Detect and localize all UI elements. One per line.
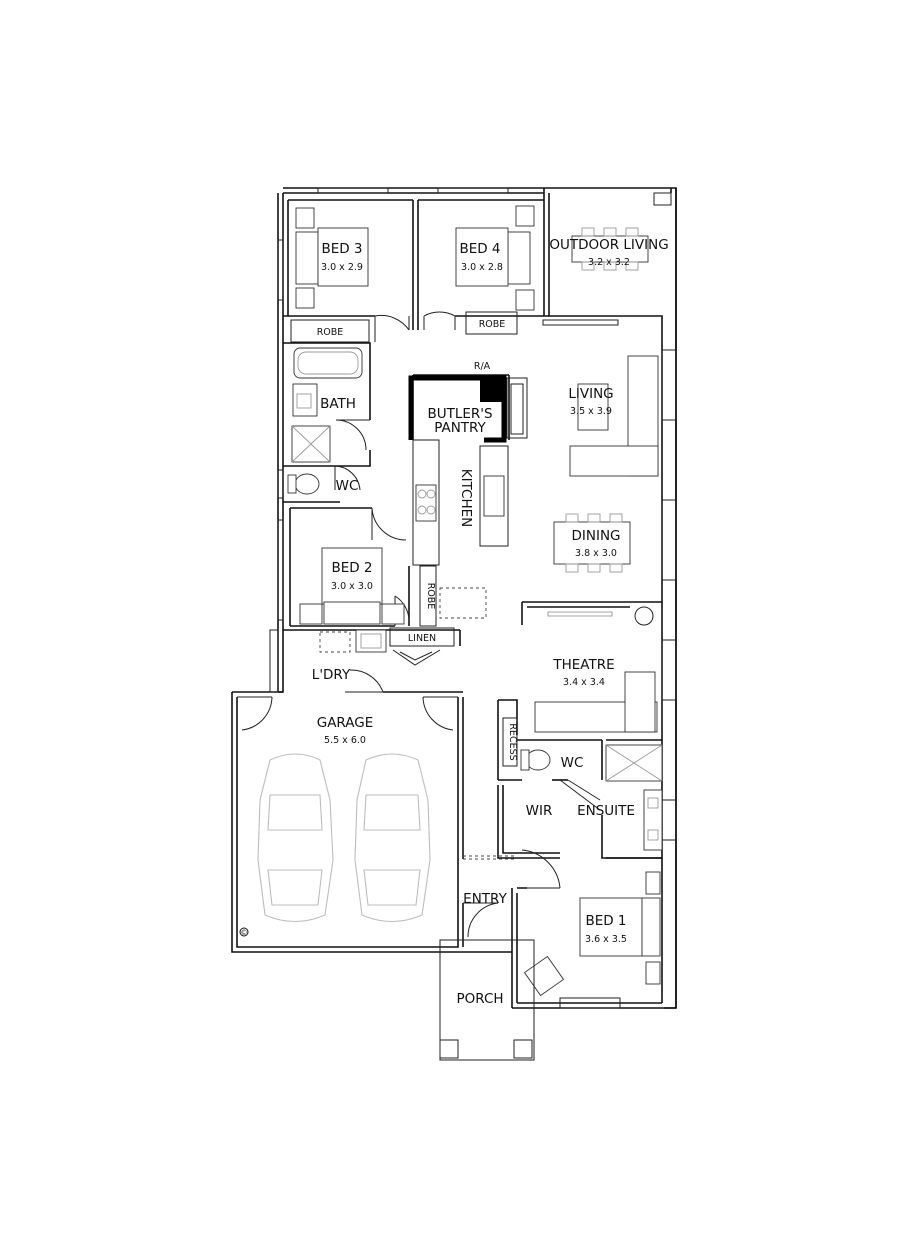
wc-right-label: WC [561,755,584,771]
outdoor-label: OUTDOOR LIVING [549,237,668,253]
interior-walls [283,199,662,859]
theatre-dim: 3.4 x 3.4 [563,677,605,688]
ensuite-label: ENSUITE [577,803,635,819]
bath-label: BATH [320,396,356,412]
kitchen-label: KITCHEN [458,469,474,528]
copyright-mark: © [241,929,248,937]
garage-cars [239,753,431,937]
robe-bed4-label: ROBE [479,319,506,330]
recess-label: RECESS [507,723,518,760]
garage-dim: 5.5 x 6.0 [324,735,366,746]
porch-label: PORCH [456,991,503,1007]
wir-label: WIR [526,803,553,819]
windows [269,187,677,1009]
outdoor-dim: 3.2 x 3.2 [588,257,630,268]
robe-bed3-label: ROBE [317,327,344,338]
living-label: LIVING [568,386,613,402]
doors [237,311,601,938]
outer-walls [231,187,677,1009]
porch-structure [439,855,535,1061]
butlers-label-1: BUTLER'S [427,406,492,422]
robe-bed2-label: ROBE [425,583,436,610]
ra-label: R/A [474,361,491,372]
bed1-dim: 3.6 x 3.5 [585,934,627,945]
bed3-dim: 3.0 x 2.9 [321,262,363,273]
furniture [287,192,672,997]
bed2-dim: 3.0 x 3.0 [331,581,373,592]
dining-label: DINING [571,528,620,544]
theatre-label: THEATRE [552,657,614,673]
bed2-label: BED 2 [331,560,372,576]
bed4-dim: 3.0 x 2.8 [461,262,503,273]
linen-label: LINEN [408,633,436,644]
room-labels: BED 3 3.0 x 2.9 BED 4 3.0 x 2.8 OUTDOOR … [241,237,669,1007]
laundry-label: L'DRY [312,667,351,683]
entry-label: ENTRY [463,891,507,907]
living-dim: 3.5 x 3.9 [570,406,612,417]
garage-label: GARAGE [317,715,374,731]
wc-left-label: WC [336,478,359,494]
butlers-label-2: PANTRY [434,420,486,436]
bed4-label: BED 4 [459,241,500,257]
butlers-pantry-walls [408,375,507,443]
dining-dim: 3.8 x 3.0 [575,548,617,559]
bed3-label: BED 3 [321,241,362,257]
bed1-label: BED 1 [585,913,626,929]
